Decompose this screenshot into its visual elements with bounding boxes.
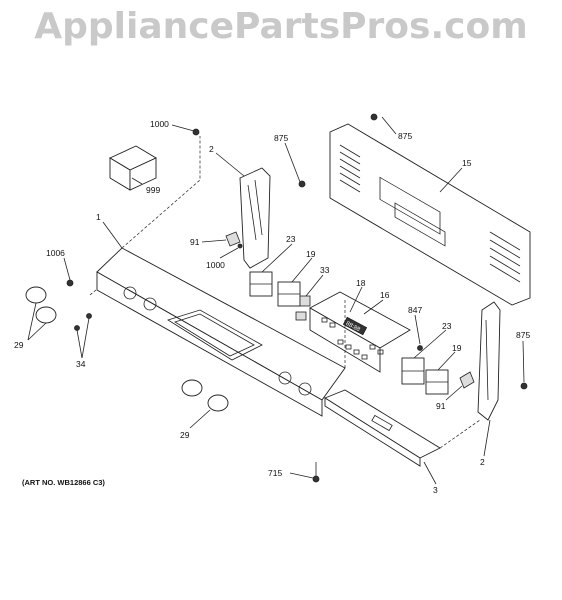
callout-23-right: 23: [442, 321, 452, 331]
callout-999: 999: [146, 185, 160, 195]
watermark-logo: AppliancePartsPros.com: [34, 6, 528, 47]
lower-trim-part-3[interactable]: [324, 389, 441, 467]
callout-29-lower: 29: [180, 430, 190, 440]
callout-33: 33: [320, 265, 330, 275]
callout-2-right: 2: [480, 457, 485, 467]
callout-19-right: 19: [452, 343, 462, 353]
side-bracket-right-part-2[interactable]: [477, 301, 501, 421]
callout-875-upper: 875: [274, 133, 288, 143]
callout-875-back: 875: [398, 131, 412, 141]
callout-34: 34: [76, 359, 86, 369]
callout-847: 847: [408, 305, 422, 315]
infinite-switch-left-part-19[interactable]: [277, 281, 301, 307]
side-bracket-left-part-2[interactable]: [239, 167, 271, 269]
callout-labels: 1000 875 875 2 15 999 1 91 1006 1000 23 …: [14, 119, 530, 495]
back-panel-part-15[interactable]: [329, 123, 531, 306]
screw-part-715[interactable]: [312, 462, 320, 483]
callout-91-left: 91: [190, 237, 200, 247]
screw-part-1000-top[interactable]: [192, 128, 200, 136]
callout-23-left: 23: [286, 234, 296, 244]
infinite-switch-right-part-19[interactable]: [425, 369, 449, 395]
assembly-lines: [89, 136, 481, 449]
infinite-switch-left-part-23[interactable]: [249, 271, 273, 297]
callout-2-left: 2: [209, 144, 214, 154]
callout-1000-top: 1000: [150, 119, 169, 129]
callout-1: 1: [96, 212, 101, 222]
leader-lines: [27, 116, 525, 485]
callout-18: 18: [356, 278, 366, 288]
art-number: (ART NO. WB12866 C3): [22, 478, 105, 487]
screw-part-875-right[interactable]: [520, 382, 528, 390]
callout-875-right: 875: [516, 330, 530, 340]
screw-part-1006[interactable]: [66, 279, 74, 287]
clip-part-91-right[interactable]: [459, 371, 475, 389]
parts-kit-box-part-999[interactable]: [109, 145, 157, 191]
callout-29-left: 29: [14, 340, 24, 350]
switch-clip-part-33[interactable]: [295, 295, 311, 321]
infinite-switch-right-part-23[interactable]: [401, 357, 425, 385]
spring-part-34[interactable]: [74, 313, 92, 331]
callout-1006: 1006: [46, 248, 65, 258]
callout-16: 16: [380, 290, 390, 300]
screw-part-847[interactable]: [417, 345, 423, 351]
callout-91-right: 91: [436, 401, 446, 411]
callout-15: 15: [462, 158, 472, 168]
knob-part-29[interactable]: [25, 286, 229, 412]
callout-1000-lower: 1000: [206, 260, 225, 270]
screw-part-875-top[interactable]: [298, 113, 378, 188]
callout-715: 715: [268, 468, 282, 478]
control-panel-part-1[interactable]: [96, 247, 346, 417]
callout-19-left: 19: [306, 249, 316, 259]
clip-part-91-left[interactable]: [225, 231, 243, 249]
callout-3: 3: [433, 485, 438, 495]
